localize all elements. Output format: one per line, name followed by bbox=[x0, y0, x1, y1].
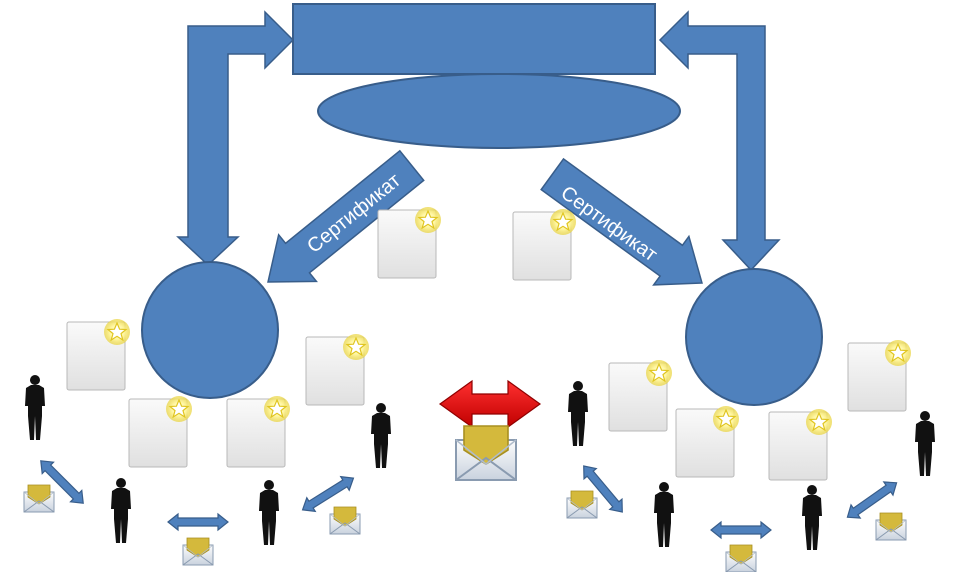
envelope-icon bbox=[23, 484, 55, 513]
certificate-document-icon bbox=[847, 339, 912, 412]
envelope-icon bbox=[566, 490, 598, 519]
envelope-icon bbox=[875, 512, 907, 541]
certificate-document-icon bbox=[226, 395, 291, 468]
right-circle bbox=[685, 268, 823, 406]
envelope-icon bbox=[329, 506, 361, 535]
top-box bbox=[292, 3, 656, 75]
left-elbow-arrow bbox=[176, 10, 295, 267]
certificate-document-icon bbox=[377, 206, 442, 279]
certificate-document-icon bbox=[512, 208, 577, 281]
envelope-icon bbox=[725, 544, 757, 572]
certificate-document-icon bbox=[128, 395, 193, 468]
certificate-document-icon bbox=[305, 333, 370, 406]
certificate-document-icon bbox=[66, 318, 131, 391]
certificate-document-icon bbox=[768, 408, 833, 481]
certificate-document-icon bbox=[675, 405, 740, 478]
top-ellipse bbox=[317, 73, 681, 149]
envelope-icon bbox=[455, 425, 517, 481]
double-arrow-icon bbox=[438, 379, 542, 429]
right-elbow-arrow bbox=[658, 10, 781, 272]
certificate-document-icon bbox=[608, 359, 673, 432]
left-circle bbox=[141, 261, 279, 399]
envelope-icon bbox=[182, 537, 214, 566]
